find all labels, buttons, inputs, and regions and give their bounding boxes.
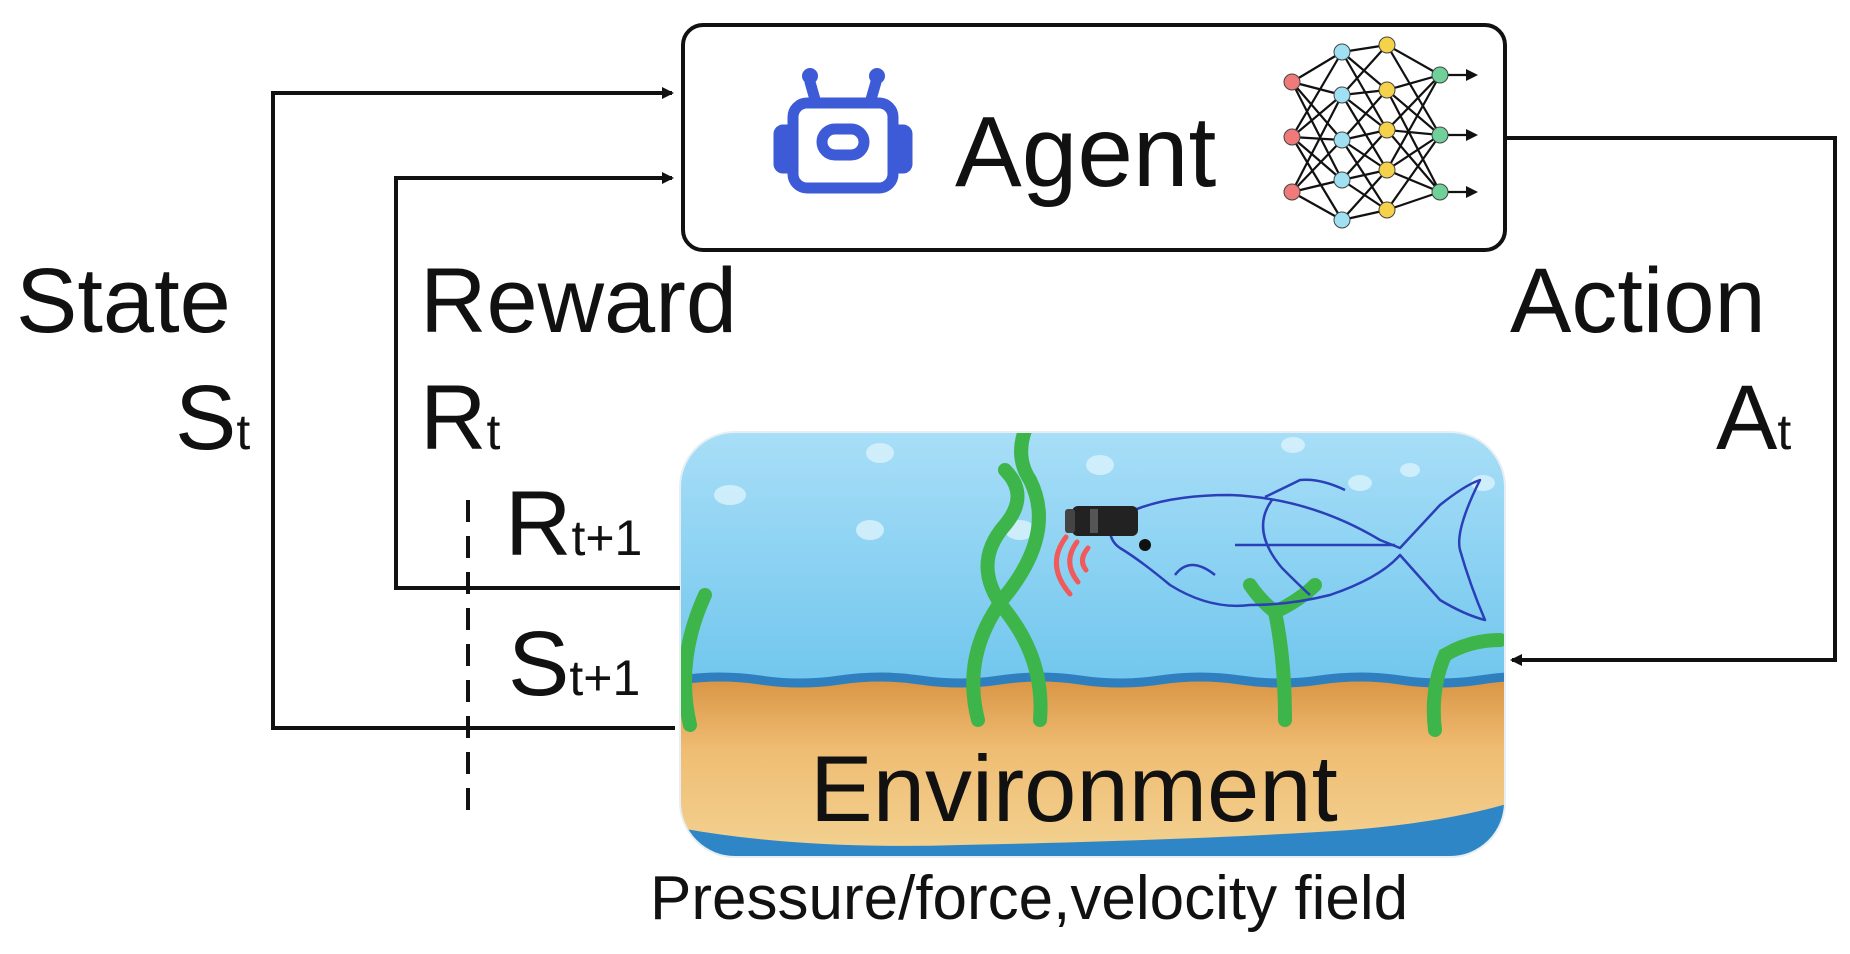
next-reward-subscript: t+1 xyxy=(571,510,643,566)
environment-label: Environment xyxy=(810,736,1338,841)
next-state-symbol: St+1 xyxy=(508,618,640,710)
fish-icon xyxy=(1108,478,1487,622)
agent-label: Agent xyxy=(955,96,1217,208)
state-symbol-subscript: t xyxy=(236,404,251,460)
environment-caption: Pressure/force,velocity field xyxy=(650,864,1409,933)
next-state-letter: S xyxy=(508,613,570,715)
environment-box xyxy=(679,431,1506,858)
seaweed xyxy=(680,432,1505,737)
state-arrow xyxy=(271,87,675,730)
sonar-waves xyxy=(1053,534,1091,597)
reward-symbol-letter: R xyxy=(420,367,487,469)
action-symbol-subscript: t xyxy=(1777,404,1792,460)
reward-symbol-subscript: t xyxy=(486,404,501,460)
neural-network-icon xyxy=(1283,36,1478,229)
state-title: State xyxy=(16,250,231,352)
robot-icon xyxy=(773,68,913,194)
next-state-subscript: t+1 xyxy=(569,650,641,706)
sensor-icon xyxy=(1065,506,1138,536)
action-symbol-letter: A xyxy=(1716,367,1778,469)
action-symbol: At xyxy=(1716,372,1791,464)
environment-illustration xyxy=(680,432,1505,857)
reward-symbol: Rt xyxy=(420,372,500,464)
state-symbol: St xyxy=(175,372,250,464)
action-title: Action xyxy=(1510,250,1766,352)
next-reward-letter: R xyxy=(505,473,572,575)
connectors xyxy=(271,87,1837,820)
state-symbol-letter: S xyxy=(175,367,237,469)
reward-title: Reward xyxy=(420,250,738,352)
next-reward-symbol: Rt+1 xyxy=(505,478,642,570)
action-arrow xyxy=(1505,136,1837,666)
reward-arrow xyxy=(394,172,680,590)
